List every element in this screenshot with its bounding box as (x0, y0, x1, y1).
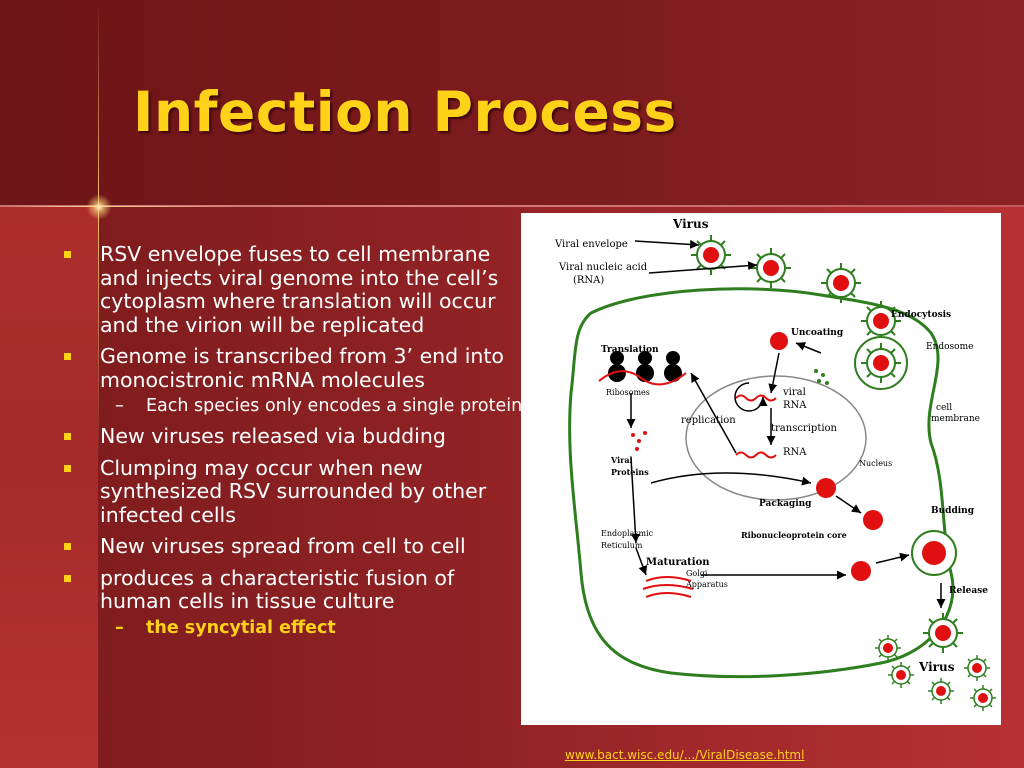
infection-diagram: Virus Viral envelope Viral nucleic acid … (521, 213, 1001, 725)
label-er-2: Reticulum (601, 541, 643, 550)
bullet-item: produces a characteristic fusion of huma… (60, 565, 530, 614)
label-viral-proteins-1: Viral (610, 455, 633, 465)
mrna-strand (735, 451, 777, 459)
packaged-virion (816, 478, 836, 498)
label-membrane: membrane (931, 414, 980, 424)
replication-arrow (734, 382, 768, 412)
label-golgi-1: Golgi (686, 569, 708, 578)
label-viral-nucleic-acid: Viral nucleic acid (558, 262, 648, 273)
bullet-text: New viruses released via budding (100, 424, 446, 448)
bullet-item: RSV envelope fuses to cell membrane and … (60, 242, 530, 337)
golgi-apparatus (642, 576, 694, 598)
released-virus (969, 684, 997, 712)
bullet-square-icon (64, 464, 71, 472)
label-rna: RNA (783, 447, 807, 458)
sub-bullet-text: Each species only encodes a single prote… (146, 396, 523, 416)
virus-particle (820, 262, 862, 304)
decor-vertical-line (98, 0, 99, 768)
label-nucleus: Nucleus (859, 459, 892, 468)
label-viral-envelope: Viral envelope (554, 239, 628, 250)
label-rnp-core: Ribonucleoprotein core (741, 530, 847, 540)
source-link[interactable]: www.bact.wisc.edu/.../ViralDisease.html (565, 748, 805, 762)
label-virus-bottom: Virus (918, 660, 955, 674)
label-translation: Translation (601, 345, 659, 355)
capsid-fragments (814, 369, 829, 385)
label-endosome: Endosome (926, 342, 973, 352)
viral-protein-dots (631, 431, 647, 451)
label-viral-proteins-2: Proteins (611, 467, 649, 477)
uncoated-virion (770, 332, 788, 350)
label-er-1: Endoplasmic (601, 529, 654, 538)
dash-marker: – (115, 617, 124, 638)
label-transcription: transcription (771, 423, 838, 434)
bullet-square-icon (64, 433, 71, 440)
label-cell: cell (936, 403, 952, 413)
virus-particle (860, 300, 902, 342)
bullet-item: Genome is transcribed from 3’ end into m… (60, 344, 530, 392)
ribonucleoprotein-core (863, 510, 883, 530)
label-viral-rna: RNA (783, 400, 807, 411)
title-band (0, 0, 1024, 207)
bullet-square-icon (64, 353, 71, 360)
bullet-item: New viruses spread from cell to cell (60, 534, 530, 559)
decor-sparkle (84, 192, 114, 222)
label-virus-top: Virus (672, 217, 709, 231)
ribosomes (598, 351, 687, 386)
bullet-text: RSV envelope fuses to cell membrane and … (100, 242, 499, 337)
flow-arrows (626, 239, 946, 608)
released-virus (887, 661, 915, 689)
label-rna-paren: (RNA) (573, 275, 604, 286)
sub-bullet-item-highlight: – the syncytial effect (60, 618, 530, 639)
bullet-text: produces a characteristic fusion of huma… (100, 565, 455, 613)
bullet-square-icon (64, 543, 71, 550)
released-virus (922, 612, 964, 654)
bullet-list: RSV envelope fuses to cell membrane and … (60, 242, 530, 647)
label-ribosomes: Ribosomes (606, 388, 650, 397)
sub-bullet-item: – Each species only encodes a single prot… (60, 396, 530, 417)
virus-particle (750, 247, 792, 289)
label-viral: viral (782, 387, 806, 398)
slide-title: Infection Process (133, 80, 677, 144)
bullet-item: New viruses released via budding (60, 424, 530, 449)
bullet-square-icon (64, 251, 71, 258)
bullet-text: Genome is transcribed from 3’ end into m… (100, 344, 504, 392)
bullet-text: Clumping may occur when new synthesized … (100, 455, 487, 527)
bullet-square-icon (64, 574, 71, 582)
label-release: Release (949, 586, 988, 596)
bullet-item: Clumping may occur when new synthesized … (60, 455, 530, 528)
released-virus (963, 654, 991, 682)
nucleus (685, 375, 867, 501)
label-endocytosis: Endocytosis (891, 310, 951, 320)
sub-bullet-text: the syncytial effect (146, 617, 336, 638)
label-budding: Budding (931, 506, 975, 516)
label-uncoating: Uncoating (791, 328, 844, 338)
decor-horizontal-line (0, 206, 240, 207)
label-replication: replication (681, 415, 736, 426)
dash-marker: – (115, 396, 124, 416)
viral-rna-strand (735, 394, 777, 402)
virus-in-endosome (860, 342, 902, 384)
bullet-text: New viruses spread from cell to cell (100, 534, 466, 558)
diagram-svg: Virus Viral envelope Viral nucleic acid … (554, 217, 997, 712)
label-maturation: Maturation (646, 557, 710, 568)
mature-virion (851, 561, 871, 581)
label-packaging: Packaging (759, 499, 812, 509)
released-virus (927, 677, 955, 705)
label-golgi-2: Apparatus (685, 580, 728, 589)
